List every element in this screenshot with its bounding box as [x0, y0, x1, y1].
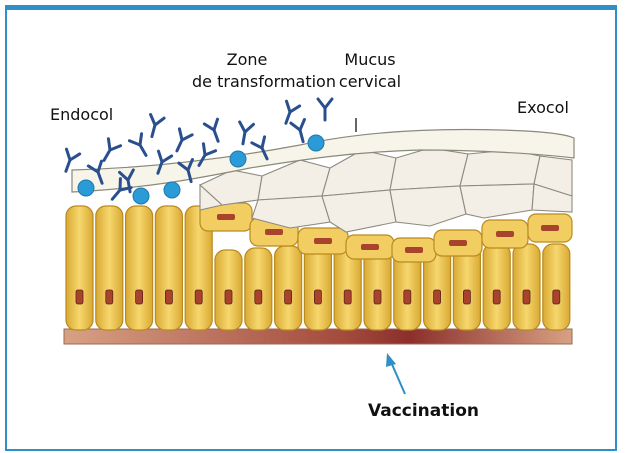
nucleus — [165, 290, 172, 304]
squamous-cell — [322, 150, 396, 196]
nucleus — [496, 231, 514, 237]
nucleus — [106, 290, 113, 304]
columnar-cell — [304, 244, 331, 330]
columnar-cell — [245, 248, 272, 330]
antibody-icon — [236, 122, 253, 145]
nucleus — [76, 290, 83, 304]
antigen-icon — [78, 180, 94, 196]
nucleus — [136, 290, 143, 304]
antigen-icon — [230, 151, 246, 167]
nucleus — [405, 247, 423, 253]
antibody-icon — [318, 99, 332, 120]
nucleus — [553, 290, 560, 304]
nucleus — [217, 214, 235, 220]
nucleus — [344, 290, 351, 304]
squamous-cell — [460, 184, 534, 218]
nucleus — [404, 290, 411, 304]
nucleus — [361, 244, 379, 250]
squamous-cell — [322, 190, 396, 232]
columnar-cell — [513, 244, 540, 330]
label-zone-line2: de transformation — [192, 72, 336, 92]
nucleus — [255, 290, 262, 304]
antibody-icon — [129, 134, 152, 159]
columnar-cell — [483, 244, 510, 330]
nucleus — [463, 290, 470, 304]
squamous-cell — [390, 148, 468, 190]
label-exocol: Exocol — [517, 98, 569, 118]
antigen-icon — [308, 135, 324, 151]
antigen-icon — [164, 182, 180, 198]
columnar-cell — [96, 206, 123, 330]
nucleus — [285, 290, 292, 304]
nucleus — [314, 290, 321, 304]
nucleus — [195, 290, 202, 304]
columnar-cell — [453, 244, 480, 330]
nucleus — [265, 229, 283, 235]
squamous-cell — [390, 186, 466, 226]
nucleus — [314, 238, 332, 244]
nucleus — [541, 225, 559, 231]
nucleus — [449, 240, 467, 246]
antibody-icon — [145, 114, 164, 138]
antibody-icon — [291, 119, 310, 143]
label-mucus-line1: Mucus — [335, 50, 405, 70]
label-mucus-line2: cervical — [335, 72, 405, 92]
nucleus — [374, 290, 381, 304]
columnar-cell — [66, 206, 93, 330]
nucleus — [493, 290, 500, 304]
antibody-icon — [171, 129, 193, 154]
columnar-cell — [543, 244, 570, 330]
antibody-icon — [204, 119, 224, 144]
columnar-cell — [126, 206, 153, 330]
label-endocol: Endocol — [50, 105, 113, 125]
arrow-icon — [386, 353, 405, 394]
nucleus — [523, 290, 530, 304]
label-vaccination: Vaccination — [368, 401, 479, 421]
antibody-icon — [279, 101, 299, 126]
squamous-cell — [460, 150, 540, 186]
columnar-cell — [275, 246, 302, 330]
columnar-cell — [155, 206, 182, 330]
antigen-icon — [133, 188, 149, 204]
label-zone-line1: Zone — [192, 50, 302, 70]
nucleus — [225, 290, 232, 304]
basal-membrane — [64, 329, 572, 344]
squamous-cell — [258, 160, 330, 200]
nucleus — [434, 290, 441, 304]
